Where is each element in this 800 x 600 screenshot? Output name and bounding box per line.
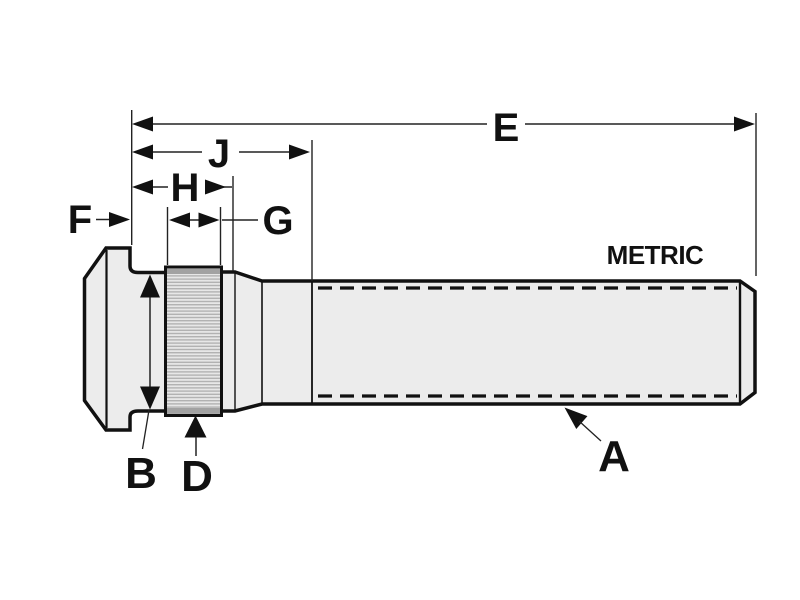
knurl-serration xyxy=(164,265,223,417)
metric-note: METRIC xyxy=(607,240,704,270)
dimension-B: B xyxy=(125,274,160,498)
knurl-top-band xyxy=(167,269,220,274)
knurl-bottom-band xyxy=(167,408,220,414)
callout-D: D xyxy=(181,415,213,501)
dimension-J: J xyxy=(132,132,310,176)
label-D: D xyxy=(181,452,213,501)
stud-head xyxy=(82,246,168,432)
dimension-E: E xyxy=(132,106,755,150)
label-H: H xyxy=(171,166,200,210)
label-B: B xyxy=(125,449,157,498)
callout-A: A xyxy=(564,407,630,481)
stud-shank xyxy=(219,270,757,413)
label-G: G xyxy=(262,199,293,243)
dimension-H: H xyxy=(132,166,232,210)
label-F: F xyxy=(68,198,92,242)
label-A: A xyxy=(598,432,630,481)
label-E: E xyxy=(493,106,520,150)
dimension-G: G xyxy=(169,199,294,243)
dimension-F: F xyxy=(68,198,130,242)
label-J: J xyxy=(208,132,230,176)
